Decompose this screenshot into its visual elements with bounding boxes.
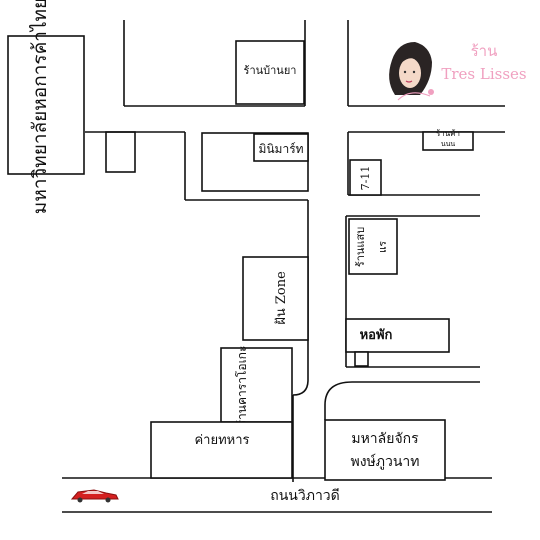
seven-eleven-block (349, 159, 382, 196)
university-block (7, 35, 85, 175)
pharmacy-block (235, 40, 305, 105)
chapter-shop-block (348, 218, 398, 275)
military-camp-block (150, 421, 293, 479)
university-label: มหาวิทยาลัยหอการค้าไทย (29, 0, 51, 214)
logo-line-1: ร้าน (471, 42, 498, 60)
minimart-label: มินิมาร์ท (258, 142, 303, 156)
dorm-label: หอพัก (360, 328, 393, 343)
dorm-strip (354, 351, 369, 367)
dorm-block (345, 318, 450, 353)
chapter-shop-label: ร้านแสบ (354, 227, 367, 267)
minimart-block (253, 133, 309, 162)
zone-label: ฝัน Zone (274, 271, 289, 325)
chapter-shop-sub: แร (378, 240, 389, 252)
military-camp-label: ค่ายทหาร (194, 433, 249, 448)
woman-portrait-icon (389, 42, 434, 101)
small-square-block (105, 131, 136, 173)
red-car-icon (70, 489, 119, 503)
chakrabongse-block (324, 419, 446, 481)
chakrabongse-label-1: มหาลัยจักร (351, 431, 419, 447)
pharmacy-label: ร้านบ้านยา (244, 64, 297, 77)
shop-top-right-sub: นนน (441, 140, 456, 148)
seven-eleven-label: 7-11 (359, 166, 372, 191)
shop-top-right-label: ร้านค้า (436, 129, 460, 138)
logo-line-2: Tres Lisses (441, 65, 526, 83)
zone-block (242, 256, 309, 341)
tres-lisses-logo: ร้าน Tres Lisses (389, 42, 527, 101)
karaoke-block (220, 347, 293, 423)
karaoke-label: ร้านคาราโอเกะ (235, 346, 249, 427)
shop-top-right-block (422, 131, 474, 151)
road-label: ถนนวิภาวดี (270, 488, 340, 504)
chakrabongse-label-2: พงษ์ภูวนาท (350, 453, 419, 470)
